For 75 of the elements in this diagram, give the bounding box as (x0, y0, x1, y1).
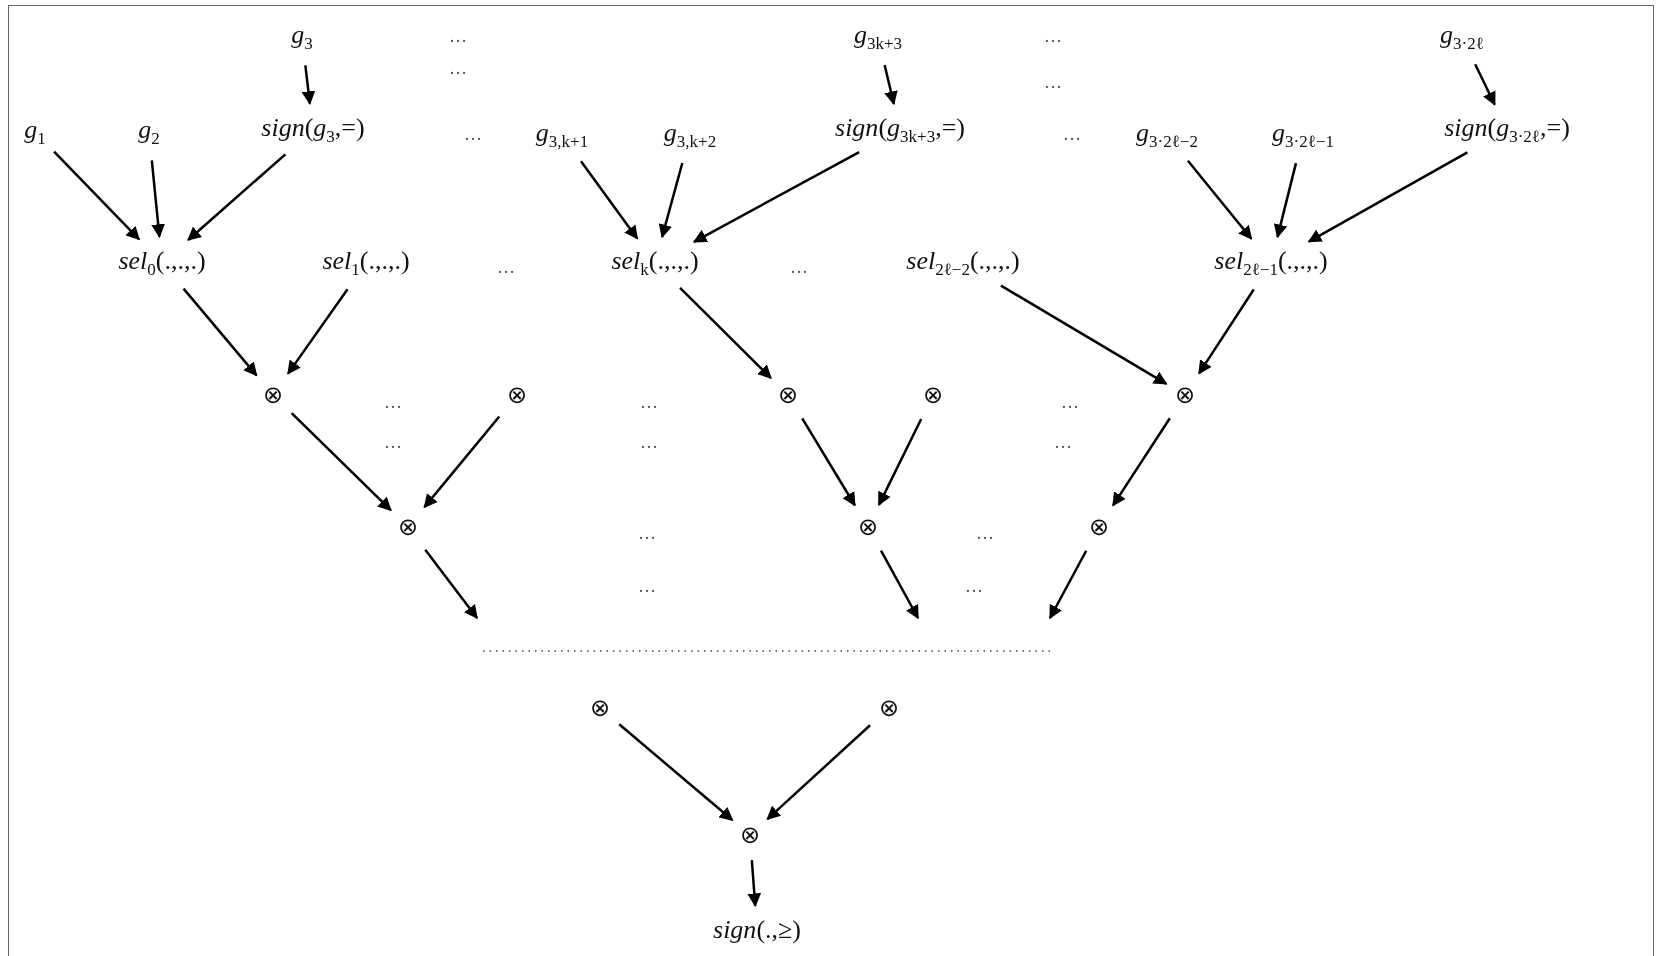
formula-label: sign(g$_{3}$,=) (261, 113, 365, 147)
formula-label: g$_{3·2ℓ−2}$ (1136, 118, 1198, 152)
arrow (1307, 151, 1468, 243)
arrow (801, 417, 856, 507)
formula-label: g$_{3}$ (291, 20, 313, 54)
arrow (1048, 550, 1088, 620)
formula-label: g$_{1}$ (24, 115, 46, 149)
formula-label: g$_{2}$ (138, 115, 160, 149)
formula-label: g$_{3·2ℓ−1}$ (1272, 118, 1334, 152)
arrow (1112, 417, 1171, 507)
arrow (182, 287, 258, 377)
ellipsis: … (638, 524, 656, 544)
arrow (692, 151, 860, 243)
ellipsis: … (1061, 393, 1079, 413)
ellipsis: … (965, 577, 983, 597)
formula-label: sign(.,≥) (713, 915, 801, 945)
arrow (766, 724, 871, 820)
ellipsis: … (1044, 27, 1062, 47)
arrow (679, 287, 772, 379)
formula-label: sign(g$_{3k+3}$,=) (835, 113, 965, 147)
operator-symbol: ⊗ (589, 694, 611, 722)
formula-label: sel$_{2ℓ−2}$(.,.,.) (906, 246, 1020, 280)
arrow (150, 160, 165, 238)
arrow (879, 550, 920, 620)
ellipsis: … (1044, 73, 1062, 93)
arrow (423, 415, 501, 509)
ellipsis: … (384, 433, 402, 453)
arrow (618, 723, 734, 821)
ellipsis: … (449, 59, 467, 79)
ellipsis: … (1054, 433, 1072, 453)
ellipsis: … (976, 524, 994, 544)
operator-symbol: ⊗ (857, 513, 879, 541)
formula-label: g$_{3,k+2}$ (663, 118, 717, 152)
operator-symbol: ⊗ (878, 694, 900, 722)
ellipsis: … (449, 27, 467, 47)
operator-symbol: ⊗ (262, 381, 284, 409)
ellipsis: … (638, 577, 656, 597)
arrow (1198, 288, 1255, 375)
arrow (883, 64, 898, 106)
operator-symbol: ⊗ (922, 381, 944, 409)
arrow (53, 150, 141, 241)
ellipsis: … (384, 393, 402, 413)
arrow (580, 160, 639, 240)
arrow (658, 162, 684, 239)
arrow (877, 418, 923, 507)
operator-symbol: ⊗ (506, 381, 528, 409)
ellipsis: … (464, 125, 482, 145)
formula-label: g$_{3k+3}$ (853, 20, 903, 54)
operator-symbol: ⊗ (1088, 513, 1110, 541)
ellipsis: … (790, 258, 808, 278)
ellipsis: … (640, 393, 658, 413)
ellipsis: … (497, 258, 515, 278)
arrow (287, 288, 349, 375)
operator-symbol: ⊗ (739, 821, 761, 849)
ellipsis: … (1063, 125, 1081, 145)
arrow (1000, 284, 1168, 385)
operator-symbol: ⊗ (397, 513, 419, 541)
arrow (747, 860, 762, 908)
arrow (1186, 159, 1253, 240)
arrow (1474, 63, 1496, 106)
arrow (290, 412, 392, 512)
operator-symbol: ⊗ (1174, 381, 1196, 409)
formula-label: g$_{3·2ℓ}$ (1440, 20, 1484, 54)
formula-label: sel$_{0}$(.,.,.) (118, 246, 206, 280)
arrow (1273, 162, 1298, 239)
formula-label: sign(g$_{3·2ℓ}$,=) (1444, 113, 1570, 147)
formula-label: sel$_{1}$(.,.,.) (322, 246, 410, 280)
arrow (424, 549, 478, 620)
formula-label: sel$_{k}$(.,.,.) (611, 246, 699, 280)
ellipsis: … (640, 433, 658, 453)
arrow (187, 153, 287, 241)
formula-label: g$_{3,k+1}$ (535, 118, 589, 152)
formula-label: sel$_{2ℓ−1}$(.,.,.) (1214, 246, 1328, 280)
arrow (301, 65, 316, 105)
operator-symbol: ⊗ (777, 381, 799, 409)
